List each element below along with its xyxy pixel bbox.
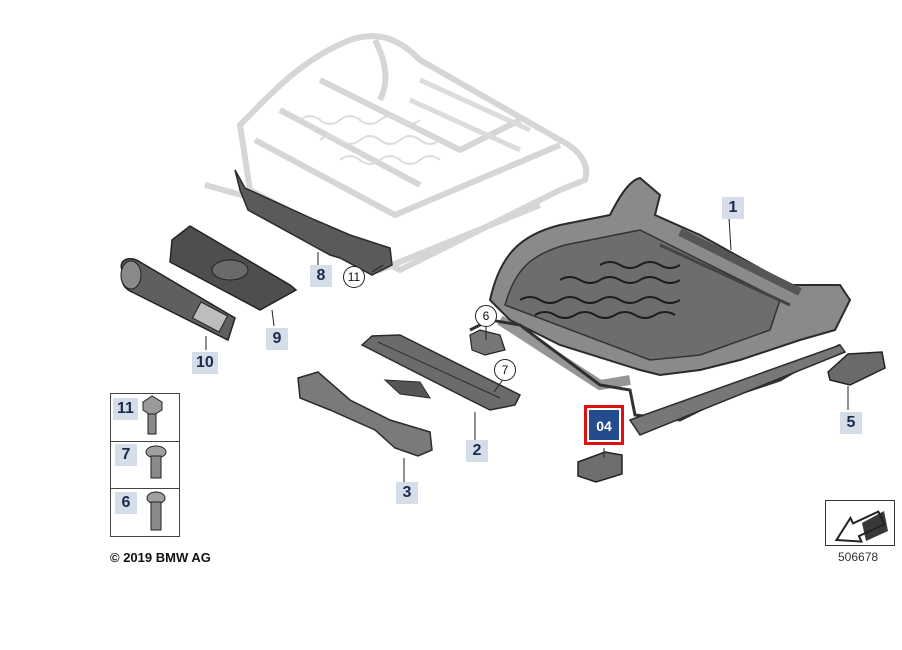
fastener-label-11: 11 — [113, 398, 138, 420]
part-5-shape — [827, 351, 886, 386]
part-8-shape — [234, 169, 393, 276]
part-6-shape — [469, 329, 506, 356]
fastener-6-icon — [146, 491, 166, 531]
fastener-row-7[interactable]: 7 — [111, 441, 179, 489]
fastener-label-6: 6 — [115, 492, 137, 514]
part-10-shape — [120, 258, 236, 342]
callout-9[interactable]: 9 — [266, 328, 288, 350]
fastener-11-icon — [142, 395, 163, 435]
fastener-row-6[interactable]: 6 — [111, 488, 179, 535]
callout-1[interactable]: 1 — [722, 197, 744, 219]
fastener-row-11[interactable]: 11 — [111, 394, 179, 442]
circle-callout-7[interactable]: 7 — [494, 359, 516, 381]
selected-callout-label: 04 — [589, 410, 619, 440]
ghost-seat-springs — [299, 77, 532, 165]
fastener-label-7: 7 — [115, 444, 137, 466]
part-3-shape — [297, 371, 433, 457]
fastener-7-icon — [145, 445, 167, 479]
arrow-icon — [834, 510, 888, 543]
circle-callout-11[interactable]: 11 — [343, 266, 365, 288]
part-04-shape — [577, 451, 623, 483]
selected-callout-04[interactable]: 04 — [584, 405, 624, 445]
callout-10[interactable]: 10 — [192, 352, 218, 374]
callout-2[interactable]: 2 — [466, 440, 488, 462]
callout-3[interactable]: 3 — [396, 482, 418, 504]
callout-8[interactable]: 8 — [310, 265, 332, 287]
reference-number: 506678 — [838, 550, 879, 564]
navigation-arrow-icon[interactable] — [825, 500, 895, 546]
part-2-shape — [360, 334, 522, 411]
circle-callout-6[interactable]: 6 — [475, 305, 497, 327]
callout-5[interactable]: 5 — [840, 412, 862, 434]
copyright: © 2019 BMW AG — [110, 550, 211, 565]
part-1-seat-frame — [469, 176, 852, 436]
fastener-panel: 11 7 6 — [110, 393, 180, 537]
ghost-seat-frame — [204, 33, 590, 273]
